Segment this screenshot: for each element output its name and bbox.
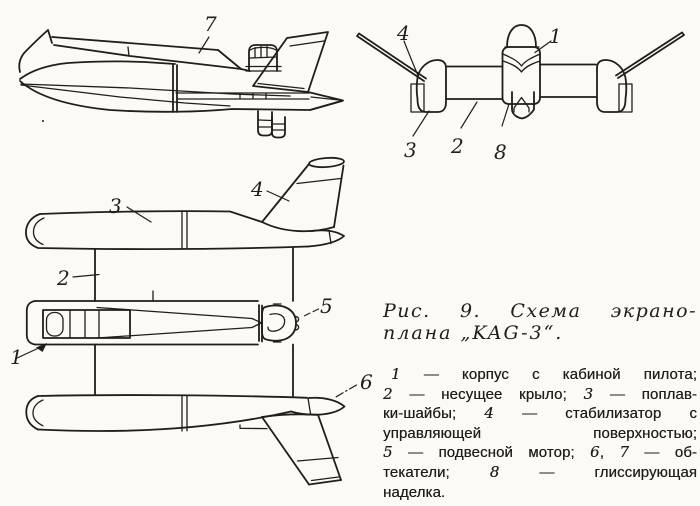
part-number: 2 xyxy=(450,134,464,158)
part-label-3: 3 xyxy=(404,110,430,162)
legend-line: 2 — несущее крыло; 3 — поплав- xyxy=(383,384,697,403)
part-label-8: 8 xyxy=(494,103,510,164)
leader-line xyxy=(403,40,420,79)
hull-plan xyxy=(25,300,263,346)
part-number: 3 xyxy=(109,194,122,218)
part-number: 4 xyxy=(396,21,410,45)
leader-arrowhead xyxy=(36,343,47,352)
stabilizer-top xyxy=(261,156,345,233)
part-label-5: 5 xyxy=(303,294,333,318)
part-number: 3 xyxy=(404,138,417,162)
leader-line xyxy=(501,103,510,127)
leader-line xyxy=(303,308,320,317)
tail-cone xyxy=(307,91,344,111)
tail-fairing-top xyxy=(307,229,345,248)
wing-panel-tick xyxy=(127,46,130,57)
leader-line xyxy=(534,40,552,54)
leader-line xyxy=(334,384,358,399)
part-number: 1 xyxy=(549,24,562,48)
part-number: 8 xyxy=(494,140,507,164)
leader-line xyxy=(412,110,430,137)
legend-line: текатели; 8 — глиссирующая xyxy=(383,462,697,481)
stabilizer-right xyxy=(615,31,685,79)
part-number: 6 xyxy=(360,370,373,394)
part-label-4: 4 xyxy=(396,21,420,79)
leader-line xyxy=(126,206,152,223)
wing-band-right xyxy=(539,63,597,98)
outboard-motor-plan xyxy=(261,303,300,343)
leader-line xyxy=(460,101,478,129)
caption-title-line-2: плана „KAG-3“. xyxy=(383,321,564,344)
hull-chine-upper xyxy=(20,83,291,97)
tail-fairing-bottom xyxy=(290,396,346,416)
part-number: 5 xyxy=(320,294,333,318)
caption-title: Рис. 9. Схема экрано- плана „KAG-3“. xyxy=(383,300,697,344)
part-label-6: 6 xyxy=(334,370,373,399)
wing-underside xyxy=(53,44,251,72)
hull-top-edge xyxy=(19,60,176,80)
nose-fin xyxy=(18,29,53,73)
outboard-motor-side xyxy=(257,110,286,139)
legend-line: ки-шайбы; 4 — стабилизатор с xyxy=(383,404,697,423)
stabilizer-bottom xyxy=(239,413,342,486)
cabin-windows xyxy=(42,309,131,339)
wing-edges xyxy=(94,246,294,398)
part-number: 2 xyxy=(56,266,70,290)
float-right xyxy=(596,59,633,113)
wing-tip-slant xyxy=(217,49,242,70)
part-label-2: 2 xyxy=(450,101,478,158)
hull-chine-lower xyxy=(20,84,231,107)
part-label-1: 1 xyxy=(534,24,562,54)
hull-front xyxy=(501,46,541,105)
caption-legend: 1 — корпус с кабиной пилота; 2 — несущее… xyxy=(383,365,697,502)
part-number: 1 xyxy=(10,345,23,369)
legend-line: наделка. xyxy=(383,483,446,501)
windscreen-lines xyxy=(502,53,541,73)
part-label-4: 4 xyxy=(250,177,290,202)
part-label-7: 7 xyxy=(198,12,217,54)
float-bottom xyxy=(25,394,308,432)
planing-pad xyxy=(511,91,535,120)
side-view-drawing: 7 xyxy=(18,12,344,139)
rear-step-band xyxy=(175,92,310,100)
part-label-2: 2 xyxy=(56,266,100,290)
part-label-1: 1 xyxy=(10,343,47,369)
canopy-dome xyxy=(506,24,537,48)
wing-strut xyxy=(172,64,178,113)
hull-bottom-edge xyxy=(19,80,343,113)
stabilizer-left xyxy=(356,32,427,82)
top-view-drawing: 3 4 2 5 1 6 xyxy=(10,156,373,486)
pad-chevron xyxy=(513,96,530,113)
float-left xyxy=(410,59,447,113)
float-top xyxy=(25,210,309,250)
part-number: 7 xyxy=(204,12,217,36)
part-number: 4 xyxy=(250,177,264,201)
legend-line: 1 — корпус с кабиной пилота; xyxy=(391,365,697,383)
caption-title-line-1: Рис. 9. Схема экрано- xyxy=(383,300,697,322)
legend-line: 5 — подвесной мотор; 6, 7 — об- xyxy=(383,443,697,462)
print-speck xyxy=(42,120,44,122)
legend-line: управляющей поверхностью; xyxy=(383,424,697,442)
leader-line xyxy=(198,36,210,54)
leader-line xyxy=(266,190,290,202)
tail-fin xyxy=(252,31,329,93)
part-label-3: 3 xyxy=(109,194,152,223)
wing-top-edge xyxy=(51,36,219,51)
wing-band-left xyxy=(445,65,503,100)
leader-line xyxy=(72,273,100,278)
front-view-drawing: 4 1 3 2 8 xyxy=(356,21,685,164)
engine-cowl xyxy=(245,44,282,72)
figure-caption: Рис. 9. Схема экрано- плана „KAG-3“. 1 —… xyxy=(383,300,697,502)
